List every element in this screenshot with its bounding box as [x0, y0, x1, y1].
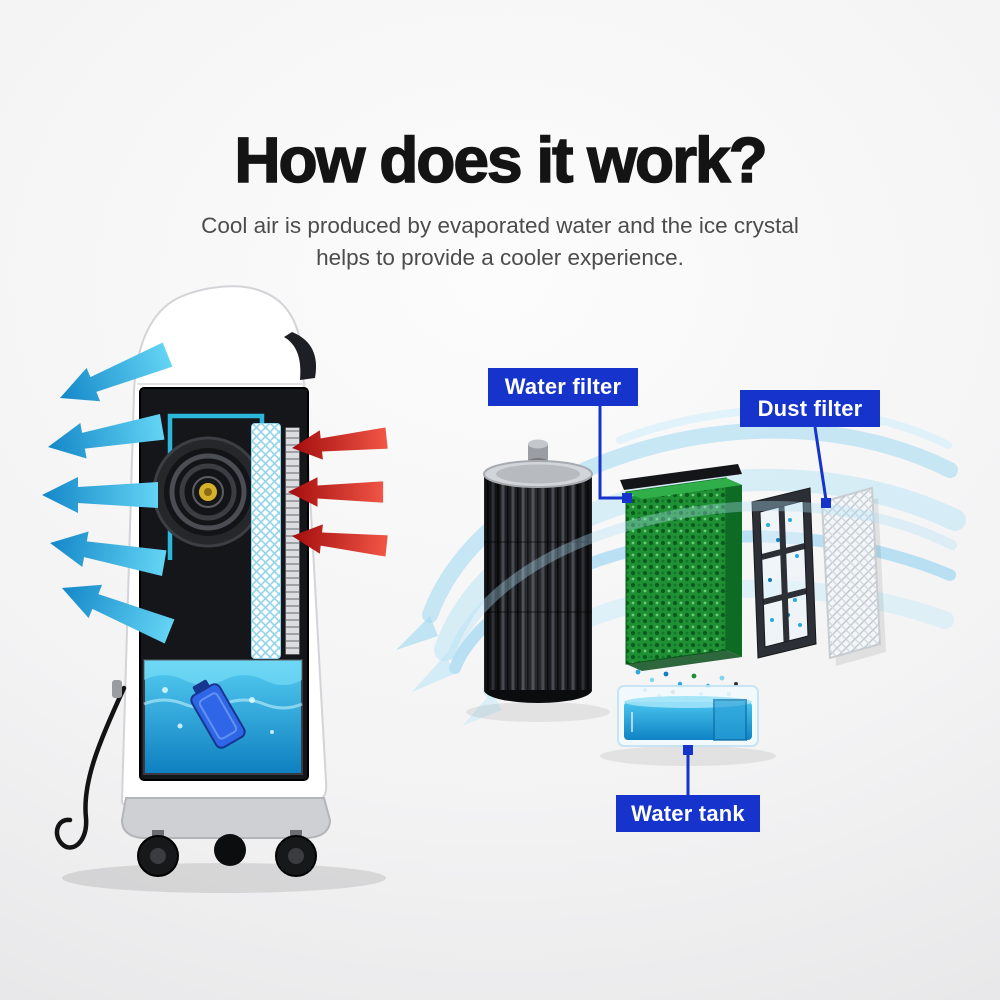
subtitle-line-2: helps to provide a cooler experience. — [316, 244, 684, 270]
power-switch — [112, 680, 122, 698]
water-tank-connector-dot — [683, 745, 693, 755]
water-tank-illustration — [617, 685, 759, 747]
internal-water-tank — [143, 659, 303, 775]
dust-filter-illustration — [751, 487, 817, 659]
cylindrical-filter-illustration — [483, 439, 593, 703]
callout-connectors — [598, 406, 831, 795]
water-filter-connector-dot — [622, 493, 632, 503]
water-tank-label: Water tank — [616, 795, 760, 832]
ice-pack — [190, 679, 246, 749]
dust-filter-label: Dust filter — [740, 390, 880, 427]
internal-filter-strip — [251, 423, 281, 659]
dust-filter-connector — [813, 426, 828, 501]
water-filter-label: Water filter — [488, 368, 638, 406]
handle-recess — [284, 332, 317, 380]
dust-filter-connector-dot — [821, 498, 831, 508]
cylinder-shadow — [466, 702, 610, 722]
fan-icon — [152, 436, 264, 548]
mesh-filter-illustration — [820, 486, 886, 666]
base-and-casters — [120, 797, 332, 877]
honeycomb-pad-illustration — [620, 464, 742, 671]
air-cooler-illustration — [42, 285, 389, 893]
airflow-overlay — [447, 500, 957, 660]
power-cord — [54, 685, 127, 850]
page-title: How does it work? — [234, 124, 769, 196]
water-filter-connector — [598, 406, 622, 500]
subtitle-line-1: Cool air is produced by evaporated water… — [201, 213, 799, 238]
header: How does it work? Cool air is produced b… — [0, 0, 1000, 273]
caster-wheel — [275, 830, 317, 877]
warm-air-arrows — [288, 423, 389, 561]
caster-wheel — [137, 830, 179, 877]
subtitle: Cool air is produced by evaporated water… — [0, 210, 1000, 273]
rear-grille — [285, 427, 300, 655]
